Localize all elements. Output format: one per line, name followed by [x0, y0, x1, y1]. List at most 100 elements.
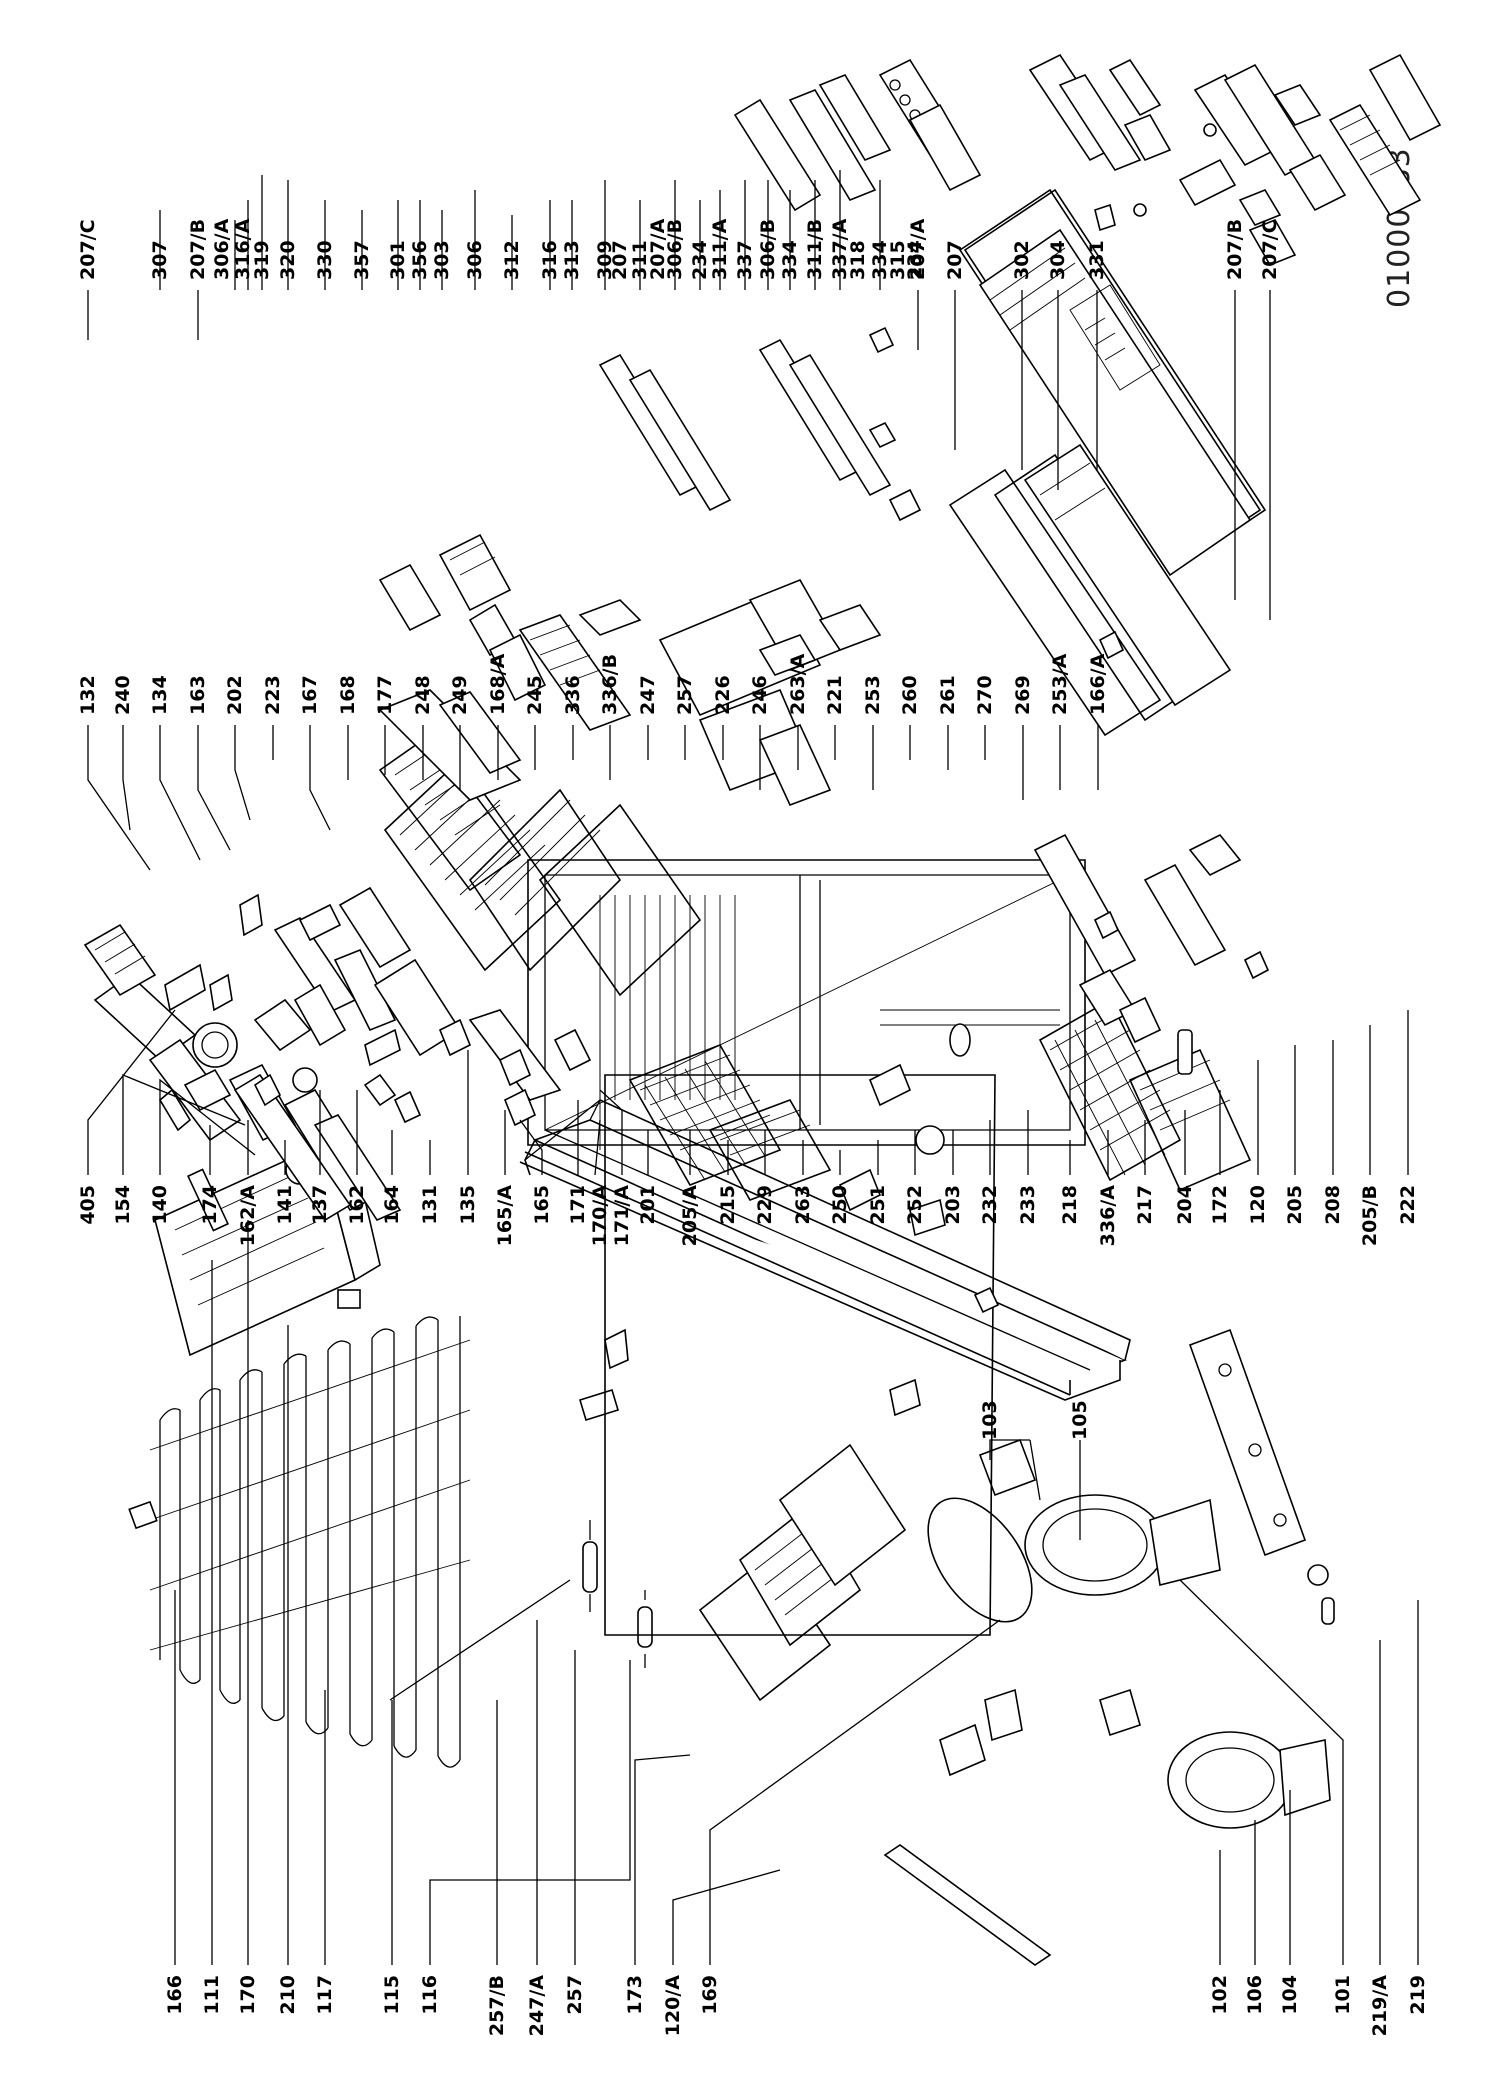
callout-label: 249: [449, 675, 471, 715]
callout-label: 134: [149, 675, 171, 715]
callout-label: 263: [792, 1185, 814, 1225]
callout-label: 306/A: [211, 218, 233, 280]
callout-label: 257: [564, 1975, 586, 2015]
callout-label: 104: [1279, 1975, 1301, 2015]
hinges: [868, 203, 1270, 1314]
callout-label: 318: [847, 240, 869, 280]
callout-label: 172: [1209, 1185, 1231, 1225]
callout-label: 171/A: [611, 1185, 633, 1247]
callout-label: 261: [937, 675, 959, 715]
callout-label: 103: [979, 1400, 1001, 1440]
callout-label: 102: [1209, 1975, 1231, 2015]
crisper-drawer-set: [698, 1443, 907, 1702]
callout-label: 336/B: [599, 654, 621, 715]
callout-label: 141: [274, 1185, 296, 1225]
callout-label: 154: [112, 1185, 134, 1225]
callout-label: 301: [387, 240, 409, 280]
callout-label: 140: [149, 1185, 171, 1225]
callout-label: 331: [1086, 240, 1108, 280]
callout-label: 207/B: [1224, 219, 1246, 280]
callout-label: 269: [1012, 675, 1034, 715]
callout-label: 309: [594, 240, 616, 280]
callout-label: 257/B: [486, 1975, 508, 2036]
callout-label: 357: [351, 240, 373, 280]
callout-label: 170: [237, 1975, 259, 2015]
door-trays-middle: [1028, 53, 1217, 217]
callout-label: 132: [77, 675, 99, 715]
callout-label: 405: [77, 1185, 99, 1225]
callout-label: 101: [1332, 1975, 1354, 2015]
callout-label: 217: [1134, 1185, 1156, 1225]
callout-label: 253/A: [1049, 653, 1071, 715]
callout-label: 171: [567, 1185, 589, 1225]
callout-label: 163: [187, 675, 209, 715]
callout-label: 207: [609, 240, 631, 280]
callout-label: 311/A: [709, 218, 731, 280]
callout-label: 306/B: [664, 219, 686, 280]
callout-label: 246: [749, 675, 771, 715]
callout-label: 302: [1011, 240, 1033, 280]
callout-label: 219: [1407, 1975, 1429, 2015]
callout-label: 320: [277, 240, 299, 280]
callout-label: 313: [561, 240, 583, 280]
callout-label: 137: [309, 1185, 331, 1225]
callout-label: 105: [1069, 1400, 1091, 1440]
callout-label: 207/C: [77, 219, 99, 280]
hinge-and-accessories: [93, 893, 562, 1222]
callout-label: 215: [717, 1185, 739, 1225]
callout-label: 334: [779, 240, 801, 280]
callout-label: 168/A: [487, 653, 509, 715]
callout-label: 356: [409, 240, 431, 280]
callout-label: 247/A: [526, 1975, 548, 2037]
door-rails: [598, 338, 922, 522]
small-bracket: [579, 1328, 629, 1422]
callout-label: 208: [1322, 1185, 1344, 1225]
callout-label: 336: [562, 675, 584, 715]
callout-label: 218: [1059, 1185, 1081, 1225]
callout-label: 131: [419, 1185, 441, 1225]
shelves-and-racks: [183, 733, 522, 1112]
callout-label: 260: [899, 675, 921, 715]
callout-label: 111: [201, 1975, 223, 2015]
callout-label: 166: [164, 1975, 186, 2015]
callout-label: 116: [419, 1975, 441, 2015]
callout-label: 250: [829, 1185, 851, 1225]
callout-label: 205/B: [1359, 1185, 1381, 1246]
evaporator-plate: [154, 1133, 381, 1357]
callout-label: 120: [1247, 1185, 1269, 1225]
callout-label: 247: [637, 675, 659, 715]
callout-label: 207: [944, 240, 966, 280]
callout-label: 232: [979, 1185, 1001, 1225]
condenser-coil: [128, 1316, 471, 1768]
glass-shelves: [378, 578, 882, 807]
labels-column-103: 103 105: [979, 1400, 1091, 1440]
callout-label: 248: [412, 675, 434, 715]
egg-trays: [733, 58, 982, 212]
callout-label: 330: [314, 240, 336, 280]
callout-label: 245: [524, 675, 546, 715]
callout-label: 222: [1397, 1185, 1419, 1225]
callout-label: 210: [277, 1975, 299, 2015]
thermostat-parts: [498, 1028, 946, 1237]
callout-label: 120/A: [662, 1975, 684, 2037]
callout-label: 315: [887, 240, 909, 280]
callout-label: 336/A: [1097, 1185, 1119, 1247]
freezer-flaps: [1033, 833, 1242, 1075]
callout-label: 337: [734, 240, 756, 280]
wire-shelves: [383, 758, 702, 997]
callout-label: 202: [224, 675, 246, 715]
callout-label: 173: [624, 1975, 646, 2015]
callout-label: 229: [754, 1185, 776, 1225]
callout-label: 207/A: [907, 218, 929, 280]
callout-label: 169: [699, 1975, 721, 2015]
callout-label: 167: [299, 675, 321, 715]
callout-label: 223: [262, 675, 284, 715]
callout-label: 106: [1244, 1975, 1266, 2015]
callout-label: 135: [457, 1185, 479, 1225]
callout-label: 252: [904, 1185, 926, 1225]
